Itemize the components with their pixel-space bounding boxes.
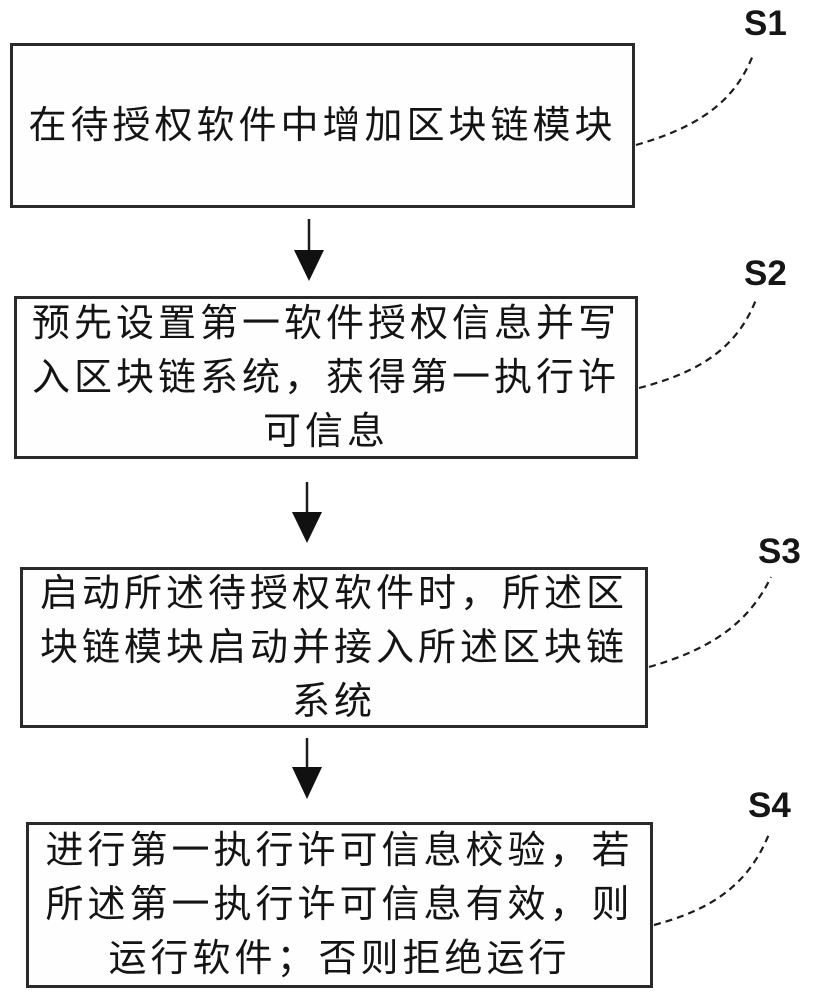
step-box-s2: 预先设置第一软件授权信息并写 入区块链系统，获得第一执行许 可信息 (14, 296, 638, 459)
callout-curve-s3 (648, 576, 772, 669)
step-s3-text-line: 启动所述待授权软件时，所述区 (39, 572, 628, 615)
step-s4-text-line: 所述第一执行许可信息有效，则 (45, 884, 634, 926)
step-s2-text-line: 入区块链系统，获得第一执行许 (31, 356, 620, 399)
step-label-s3: S3 (758, 532, 801, 571)
step-label-s4: S4 (748, 786, 791, 825)
step-s1-text-line: 在待授权软件中增加区块链模块 (28, 104, 617, 147)
step-box-s1: 在待授权软件中增加区块链模块 (10, 43, 635, 208)
step-s3-text-line: 块链模块启动并接入所述区块链 (39, 626, 628, 669)
step-s4-text-line: 运行软件；否则拒绝运行 (108, 938, 571, 980)
callout-curve-s4 (653, 833, 771, 927)
step-s2-text-line: 预先设置第一软件授权信息并写 (31, 302, 620, 345)
flow-arrow-1 (294, 219, 324, 281)
step-box-s4: 进行第一执行许可信息校验，若 所述第一执行许可信息有效，则 运行软件；否则拒绝运… (26, 822, 653, 988)
flow-arrow-3 (292, 738, 322, 799)
step-label-s1: S1 (744, 4, 787, 43)
callout-curve-s1 (635, 54, 755, 147)
step-s4-text-line: 进行第一执行许可信息校验，若 (45, 830, 634, 872)
step-s3-text-line: 系统 (291, 680, 376, 723)
step-label-s2: S2 (744, 254, 787, 293)
step-box-s3: 启动所述待授权软件时，所述区 块链模块启动并接入所述区块链 系统 (20, 567, 648, 728)
flow-arrow-2 (292, 482, 322, 543)
step-s2-text-line: 可信息 (262, 410, 389, 453)
callout-curve-s2 (638, 296, 759, 390)
